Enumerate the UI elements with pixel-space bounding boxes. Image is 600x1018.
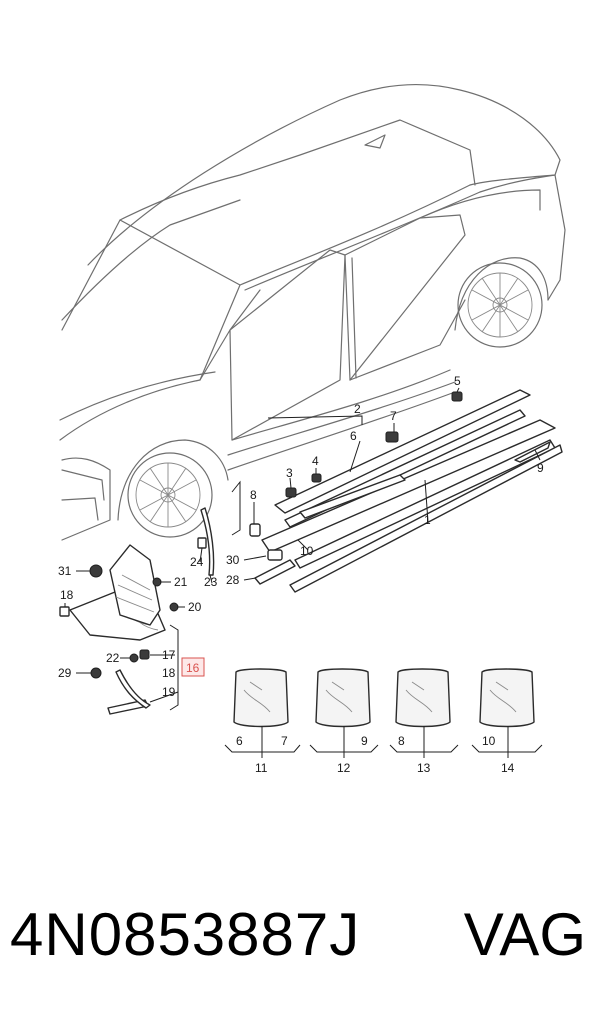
- clip-8: [249, 523, 261, 537]
- clip-24: [197, 537, 207, 549]
- rubber-strip-23: [200, 507, 215, 576]
- kit-14-total: 14: [501, 761, 515, 775]
- wheel-arch-liner: [59, 544, 179, 715]
- kit-14-left: 10: [482, 734, 496, 748]
- callout-6: 6: [350, 429, 357, 443]
- car-body-outline: [59, 83, 566, 541]
- sill-strip-panel: [261, 419, 556, 553]
- callout-28: 28: [226, 573, 240, 587]
- callout-3: 3: [286, 466, 293, 480]
- callout-8: 8: [250, 488, 257, 502]
- highlight-label: 16: [186, 661, 200, 675]
- callout-22: 22: [106, 651, 120, 665]
- arch-liner-front: [109, 544, 161, 626]
- brand-name: VAG: [463, 901, 586, 968]
- clip-18: [59, 606, 70, 617]
- callout-20: 20: [188, 600, 202, 614]
- kit-11-right: 7: [281, 734, 288, 748]
- callout-7: 7: [390, 409, 397, 423]
- callout-4: 4: [312, 454, 319, 468]
- callout-29: 29: [58, 666, 72, 680]
- kit-12-right: 9: [361, 734, 368, 748]
- callout-9: 9: [537, 461, 544, 475]
- callout-1: 1: [424, 513, 431, 527]
- clip-22: [129, 653, 139, 663]
- callout-18-bottom: 18: [162, 666, 176, 680]
- callout-17: 17: [162, 648, 176, 662]
- clip-29: [90, 667, 102, 679]
- clip-3: [285, 487, 297, 498]
- callout-2: 2: [354, 402, 361, 416]
- kit-13-total: 13: [417, 761, 431, 775]
- bracket-28: [254, 559, 296, 585]
- kit-12-total: 12: [337, 761, 351, 775]
- kit-bag-13: [395, 668, 451, 728]
- clip-30: [267, 549, 283, 561]
- highlighted-part-16[interactable]: 16: [181, 657, 205, 677]
- callout-5: 5: [454, 374, 461, 388]
- callout-30: 30: [226, 553, 240, 567]
- part-footer: 4N0853887J VAG: [0, 895, 600, 975]
- callout-21: 21: [174, 575, 188, 589]
- kit-13-left: 8: [398, 734, 405, 748]
- sill-trim-9: [514, 441, 551, 463]
- clip-21: [152, 577, 162, 587]
- part-number: 4N0853887J: [10, 901, 361, 968]
- sill-trim-parts: [197, 389, 563, 593]
- kit-11-left: 6: [236, 734, 243, 748]
- kit-bag-11: [233, 668, 289, 728]
- kit-brackets: 6 7 11 9 12 8 13 10 14: [224, 726, 543, 775]
- sill-strip-upper: [274, 389, 531, 514]
- lower-skirt-10: [289, 444, 563, 593]
- callout-18-top: 18: [60, 588, 74, 602]
- clip-4: [311, 473, 322, 483]
- leader-lines: [64, 387, 541, 711]
- callout-labels: 2 6 7 5 4 3 8 1 9 10 30 28 24 23 31 21 2…: [58, 374, 544, 699]
- kit-bag-14: [479, 668, 535, 728]
- kit-11-total: 11: [255, 761, 268, 775]
- clip-7: [385, 431, 399, 443]
- callout-23: 23: [204, 575, 218, 589]
- clip-20: [169, 602, 179, 612]
- clip-5: [451, 391, 463, 402]
- sill-cover-1: [299, 474, 406, 519]
- arch-trim-curve: [115, 669, 151, 709]
- kit-bag-12: [315, 668, 371, 728]
- clip-17: [139, 649, 150, 660]
- callout-24: 24: [190, 555, 204, 569]
- callout-19: 19: [162, 685, 176, 699]
- clip-31: [89, 564, 103, 578]
- callout-10: 10: [300, 544, 314, 558]
- callout-31: 31: [58, 564, 72, 578]
- highlight-box: [181, 657, 205, 677]
- kit-bags: [233, 668, 535, 728]
